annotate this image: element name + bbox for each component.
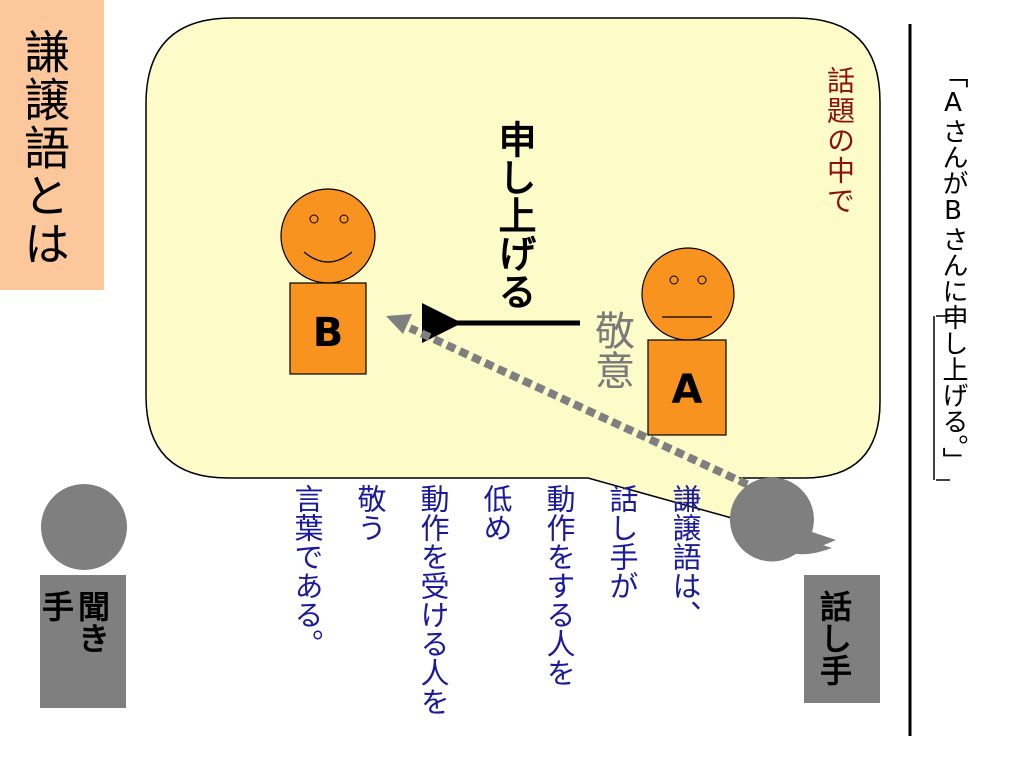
person-a-face: [641, 247, 735, 341]
speaker-figure: [729, 477, 880, 703]
person-a-body: [647, 339, 727, 436]
topic-label: 話題の中で: [823, 66, 856, 216]
verb-label: 申し上げる: [492, 120, 536, 310]
person-a-label: A: [671, 367, 703, 413]
desc-line-7: 言葉である。: [290, 484, 324, 658]
description-text: 謙譲語は、 話し手が 動作をする人を 低め 動作を受ける人を 敬う 言葉である。: [275, 484, 716, 754]
speaker-label: 話し手: [815, 590, 853, 686]
listener-label-suffix: 手: [37, 590, 75, 622]
title-box: [0, 0, 104, 290]
speaker-body: [804, 575, 880, 703]
desc-line-3: 動作をする人を: [542, 484, 576, 687]
desc-line-6: 敬う: [353, 484, 387, 542]
desc-line-4: 低め: [479, 484, 513, 542]
listener-label-main: 聞き: [73, 590, 111, 654]
desc-line-2: 話し手が: [605, 484, 639, 600]
desc-line-1: 謙譲語は、: [668, 484, 702, 629]
example-sentence: 「AさんがBさんに申し上げる。」: [938, 62, 968, 473]
page-title: 謙譲語とは: [17, 28, 71, 268]
person-a-figure: [641, 247, 735, 436]
respect-arrow: [386, 314, 800, 512]
desc-line-5: 動作を受ける人を: [416, 484, 450, 716]
speaker-head: [729, 477, 836, 562]
person-b-face: [280, 188, 376, 284]
listener-body: [40, 575, 126, 708]
listener-figure: [40, 484, 127, 708]
respect-label: 敬意: [588, 310, 634, 390]
listener-head: [41, 484, 127, 570]
person-b-body: [289, 282, 367, 375]
person-b-label: B: [312, 310, 344, 356]
person-b-figure: [280, 188, 376, 375]
